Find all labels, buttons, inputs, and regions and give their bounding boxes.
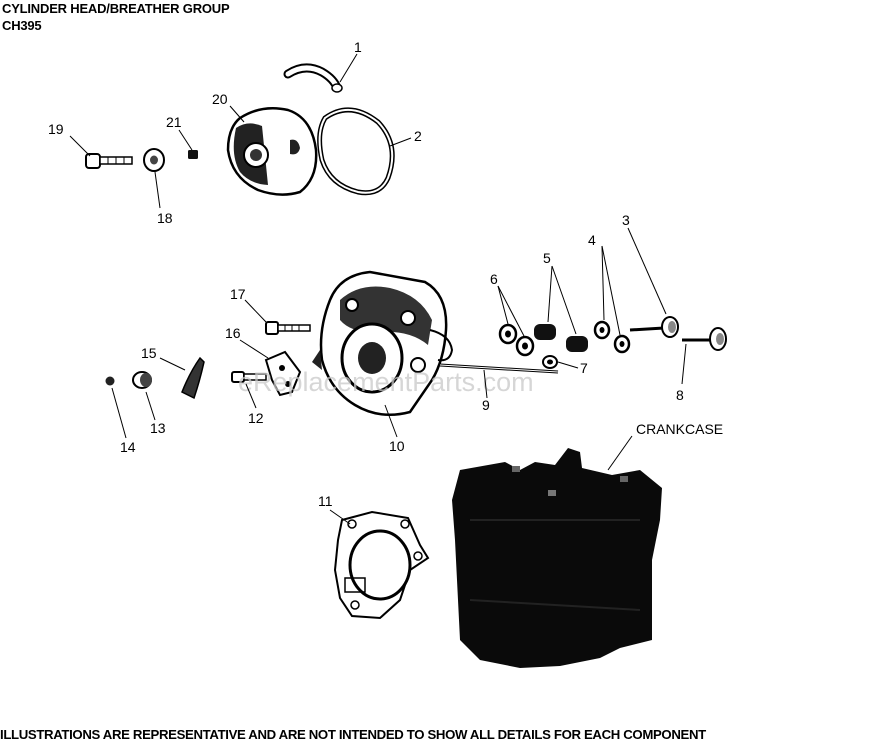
part-14-nut[interactable] bbox=[105, 376, 115, 386]
part-6-spring-retainer[interactable] bbox=[498, 323, 535, 357]
callout-20: 20 bbox=[212, 91, 228, 107]
callout-4: 4 bbox=[588, 232, 596, 248]
part-7-valve-stem-seal[interactable] bbox=[542, 355, 558, 369]
diagram-title: CYLINDER HEAD/BREATHER GROUP bbox=[2, 1, 230, 16]
callout-8: 8 bbox=[676, 387, 684, 403]
part-21-nut[interactable] bbox=[188, 150, 198, 159]
callout-17: 17 bbox=[230, 286, 246, 302]
part-4-valve-cap[interactable] bbox=[593, 320, 631, 354]
callout-3: 3 bbox=[622, 212, 630, 228]
callout-6: 6 bbox=[490, 271, 498, 287]
crankcase bbox=[452, 448, 662, 668]
part-1-breather-hose[interactable] bbox=[283, 63, 343, 93]
part-11-head-gasket[interactable] bbox=[333, 510, 430, 620]
part-19-screw[interactable] bbox=[85, 153, 133, 169]
part-20-valve-cover[interactable] bbox=[226, 107, 318, 196]
part-15-rocker-arm[interactable] bbox=[181, 356, 205, 400]
callout-19: 19 bbox=[48, 121, 64, 137]
callout-labels: 1 2 3 4 5 6 7 8 9 10 11 12 13 14 15 16 1… bbox=[48, 39, 723, 509]
part-2-valve-cover-gasket[interactable] bbox=[317, 107, 395, 196]
callout-12: 12 bbox=[248, 410, 264, 426]
part-18-washer[interactable] bbox=[143, 148, 165, 172]
callout-18: 18 bbox=[157, 210, 173, 226]
callout-9: 9 bbox=[482, 397, 490, 413]
part-10-cylinder-head[interactable] bbox=[312, 270, 454, 417]
part-5-valve-spring[interactable] bbox=[534, 324, 588, 352]
disclaimer-footer: ILLUSTRATIONS ARE REPRESENTATIVE AND ARE… bbox=[0, 727, 706, 742]
callout-16: 16 bbox=[225, 325, 241, 341]
callout-14: 14 bbox=[120, 439, 136, 455]
leader-lines bbox=[69, 53, 687, 525]
part-16-guide-plate[interactable] bbox=[264, 350, 302, 397]
part-8-intake-valve[interactable] bbox=[682, 327, 727, 351]
part-12-pivot-stud[interactable] bbox=[231, 371, 267, 383]
model-number: CH395 bbox=[2, 18, 42, 33]
part-3-exhaust-valve[interactable] bbox=[629, 316, 679, 338]
watermark: eReplacementParts.com bbox=[238, 367, 534, 397]
callout-2: 2 bbox=[414, 128, 422, 144]
callout-15: 15 bbox=[141, 345, 157, 361]
part-17-stud[interactable] bbox=[265, 321, 311, 335]
callout-crankcase: CRANKCASE bbox=[636, 421, 723, 437]
callout-10: 10 bbox=[389, 438, 405, 454]
callout-11: 11 bbox=[318, 493, 333, 509]
part-9-push-rod[interactable] bbox=[439, 363, 559, 374]
callout-7: 7 bbox=[580, 360, 588, 376]
callout-13: 13 bbox=[150, 420, 166, 436]
callout-1: 1 bbox=[354, 39, 362, 55]
callout-5: 5 bbox=[543, 250, 551, 266]
part-13-pivot[interactable] bbox=[132, 371, 152, 389]
callout-21: 21 bbox=[166, 114, 182, 130]
